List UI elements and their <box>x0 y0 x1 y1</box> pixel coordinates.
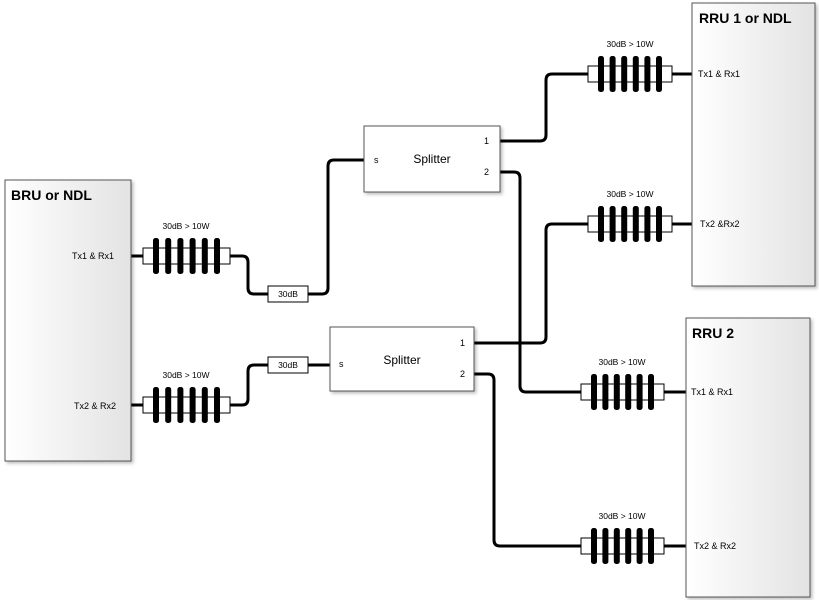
rru2-panel: RRU 2 Tx1 & Rx1 Tx2 & Rx2 <box>685 317 811 598</box>
small-attenuator-bottom-label: 30dB <box>278 360 298 370</box>
attenuator-bru-tx2: 30dB > 10W <box>142 370 231 423</box>
splitter-top-out2-label: 2 <box>484 167 489 177</box>
attenuator-rru2-tx2-body <box>580 537 665 555</box>
attenuator-rru1-tx1: 30dB > 10W <box>587 39 673 92</box>
bru-panel-title: BRU or NDL <box>11 187 92 203</box>
attenuator-rru1-tx1-fin <box>632 56 639 92</box>
small-attenuator-bottom-box <box>267 356 309 374</box>
attenuator-rru2-tx2-label: 30dB > 10W <box>598 511 645 521</box>
attenuator-rru1-tx2-body <box>587 215 673 233</box>
rru2-port-tx2-label: Tx2 & Rx2 <box>694 541 736 551</box>
attenuator-rru1-tx2-fin <box>632 206 639 242</box>
rru2-port-tx1-label: Tx1 & Rx1 <box>691 387 733 397</box>
attenuator-rru2-tx1-fin <box>625 374 632 410</box>
small-attenuator-bottom: 30dB <box>267 356 309 374</box>
attenuator-rru1-tx1-fin <box>621 56 628 92</box>
attenuator-rru1-tx2-fin <box>621 206 628 242</box>
small-attenuator-top-box <box>267 285 309 303</box>
attenuator-bru-tx2-fin <box>201 387 208 423</box>
splitter-bottom-box <box>329 326 475 392</box>
attenuator-rru2-tx2-fin <box>625 528 632 564</box>
attenuator-rru1-tx2: 30dB > 10W <box>587 189 673 242</box>
attenuator-bru-tx2-fin <box>153 387 159 423</box>
splitter-top-input-label: s <box>374 155 379 165</box>
attenuator-rru1-tx2-fin <box>609 206 616 242</box>
rru1-port-tx2-label: Tx2 &Rx2 <box>700 219 740 229</box>
splitter-bottom-input-label: s <box>339 359 344 369</box>
attenuator-rru1-tx1-fin <box>609 56 616 92</box>
rru1-panel-box <box>691 2 816 287</box>
attenuator-bru-tx2-fin <box>189 387 196 423</box>
attenuator-bru-tx1-fin <box>177 238 184 274</box>
attenuator-bru-tx2-fin <box>214 387 220 423</box>
attenuator-rru1-tx2-fin <box>644 206 651 242</box>
attenuator-bru-tx2-label: 30dB > 10W <box>162 370 209 380</box>
cables <box>130 72 697 548</box>
attenuator-bru-tx1-fin <box>165 238 172 274</box>
attenuator-rru2-tx2-fin <box>648 528 654 564</box>
cable-top-splitter-2-to-rru2-tx1 <box>500 170 686 394</box>
splitter-bottom: Splitter s 1 2 <box>329 326 475 392</box>
attenuator-rru2-tx2: 30dB > 10W <box>580 511 665 564</box>
rru1-port-tx1-label: Tx1 & Rx1 <box>698 69 740 79</box>
rru2-panel-title: RRU 2 <box>692 325 734 341</box>
attenuator-rru1-tx1-fin <box>598 56 604 92</box>
bru-port-tx1-label: Tx1 & Rx1 <box>72 251 114 261</box>
attenuator-rru1-tx1-fin <box>644 56 651 92</box>
attenuator-rru2-tx1: 30dB > 10W <box>580 357 665 410</box>
attenuator-bru-tx1-fin <box>214 238 220 274</box>
cable-bottom-splitter-2-to-rru2-tx2 <box>474 372 686 548</box>
bru-panel: BRU or NDL Tx1 & Rx1 Tx2 & Rx2 <box>4 179 132 462</box>
splitter-top-box <box>363 125 501 193</box>
splitter-bottom-out1-label: 1 <box>460 338 465 348</box>
small-attenuator-top: 30dB <box>267 285 309 303</box>
power-attenuators: 30dB > 10W 30dB > 10W 30dB > 10W 30dB > … <box>142 39 673 564</box>
bru-panel-box <box>4 179 132 462</box>
attenuator-bru-tx1-fin <box>201 238 208 274</box>
splitter-bottom-out2-label: 2 <box>460 369 465 379</box>
cable-bottom-splitter-1-to-rru1-tx2 <box>474 222 697 345</box>
attenuator-bru-tx1-label: 30dB > 10W <box>162 221 209 231</box>
attenuator-rru1-tx2-fin <box>598 206 604 242</box>
attenuator-rru1-tx1-body <box>587 65 673 83</box>
attenuator-bru-tx1-fin <box>189 238 196 274</box>
cable-bru-tx2-to-bottom-splitter <box>130 363 330 407</box>
attenuator-rru2-tx2-fin <box>636 528 643 564</box>
attenuator-bru-tx2-fin <box>177 387 184 423</box>
attenuator-bru-tx2-fin <box>165 387 172 423</box>
attenuator-rru2-tx1-label: 30dB > 10W <box>598 357 645 367</box>
attenuator-rru2-tx2-fin <box>602 528 609 564</box>
attenuator-bru-tx1-body <box>142 247 231 265</box>
attenuator-rru2-tx1-fin <box>648 374 654 410</box>
attenuator-bru-tx2-body <box>142 396 231 414</box>
attenuator-rru2-tx2-fin <box>613 528 620 564</box>
attenuator-rru2-tx2-fin <box>591 528 597 564</box>
attenuator-rru2-tx1-fin <box>613 374 620 410</box>
splitter-bottom-title: Splitter <box>383 353 420 367</box>
bru-port-tx2-label: Tx2 & Rx2 <box>74 401 116 411</box>
rru2-panel-box <box>685 317 811 598</box>
attenuator-rru1-tx1-fin <box>656 56 662 92</box>
attenuator-bru-tx1: 30dB > 10W <box>142 221 231 274</box>
splitter-top: Splitter s 1 2 <box>363 125 501 193</box>
attenuator-rru1-tx1-label: 30dB > 10W <box>606 39 653 49</box>
attenuator-rru2-tx1-fin <box>636 374 643 410</box>
small-attenuator-top-label: 30dB <box>278 289 298 299</box>
attenuator-bru-tx1-fin <box>153 238 159 274</box>
attenuator-rru2-tx1-fin <box>591 374 597 410</box>
splitter-top-out1-label: 1 <box>484 136 489 146</box>
attenuator-rru1-tx2-label: 30dB > 10W <box>606 189 653 199</box>
cable-bru-tx1-to-top-splitter <box>130 158 364 296</box>
splitter-top-title: Splitter <box>413 152 450 166</box>
attenuator-rru2-tx1-fin <box>602 374 609 410</box>
attenuator-rru1-tx2-fin <box>656 206 662 242</box>
attenuator-rru2-tx1-body <box>580 383 665 401</box>
rru1-panel: RRU 1 or NDL Tx1 & Rx1 Tx2 &Rx2 <box>691 2 816 287</box>
rru1-panel-title: RRU 1 or NDL <box>699 10 792 26</box>
